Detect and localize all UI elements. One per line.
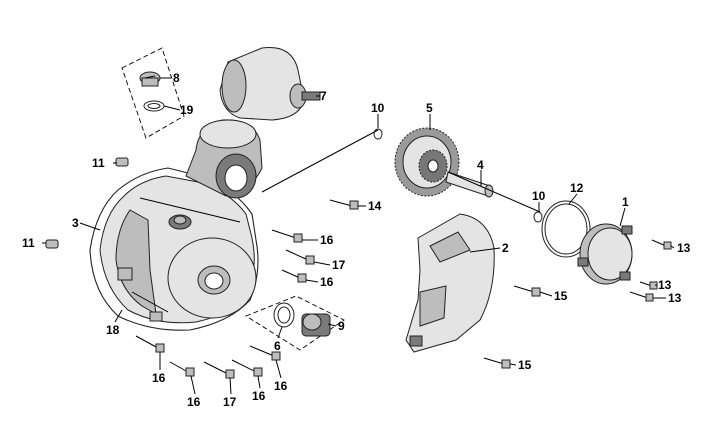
callout-labels: 1 2 3 4 5 6 7 8 9 10 10 11 11 12 13 13 1… xyxy=(22,71,691,409)
callout-17-lower: 17 xyxy=(223,395,237,409)
bolts xyxy=(45,157,672,379)
callout-16-a: 16 xyxy=(320,233,334,247)
callout-10-lower: 10 xyxy=(532,189,546,203)
starter-idle-gear xyxy=(394,127,460,197)
callout-13-top: 13 xyxy=(677,241,691,255)
callout-9: 9 xyxy=(338,319,345,333)
callout-17-upper: 17 xyxy=(332,258,346,272)
callout-15-lower: 15 xyxy=(518,358,532,372)
gear-shaft xyxy=(445,171,494,198)
callout-3: 3 xyxy=(72,216,79,230)
callout-4: 4 xyxy=(477,158,484,172)
crankcase-cover-assembly xyxy=(89,119,263,331)
callout-5: 5 xyxy=(426,101,433,115)
callout-8: 8 xyxy=(173,71,180,85)
callout-6: 6 xyxy=(274,339,281,353)
callout-18: 18 xyxy=(106,323,120,337)
small-side-cover xyxy=(577,223,633,285)
callout-2: 2 xyxy=(502,241,509,255)
callout-1: 1 xyxy=(622,195,629,209)
plug-and-seal-group xyxy=(245,295,345,351)
leader-lines xyxy=(42,77,675,395)
cap-and-oring-group xyxy=(121,47,185,139)
callout-7: 7 xyxy=(320,89,327,103)
callout-16-d: 16 xyxy=(187,395,201,409)
callout-10-upper: 10 xyxy=(371,101,385,115)
callout-11-upper: 11 xyxy=(92,156,105,170)
callout-11-lower: 11 xyxy=(22,236,35,250)
starter-motor xyxy=(219,46,321,121)
callout-13-mid: 13 xyxy=(658,278,672,292)
washer-10b xyxy=(533,211,543,223)
callout-12: 12 xyxy=(570,181,584,195)
callout-14: 14 xyxy=(368,199,382,213)
callout-16-e: 16 xyxy=(252,389,266,403)
cover-gasket xyxy=(541,200,591,258)
callout-16-c: 16 xyxy=(152,371,166,385)
callout-16-f: 16 xyxy=(274,379,288,393)
callout-13-bottom: 13 xyxy=(668,291,682,305)
callout-19: 19 xyxy=(180,103,194,117)
callout-15-upper: 15 xyxy=(554,289,568,303)
inner-cover-plate xyxy=(405,213,495,353)
callout-16-b: 16 xyxy=(320,275,334,289)
